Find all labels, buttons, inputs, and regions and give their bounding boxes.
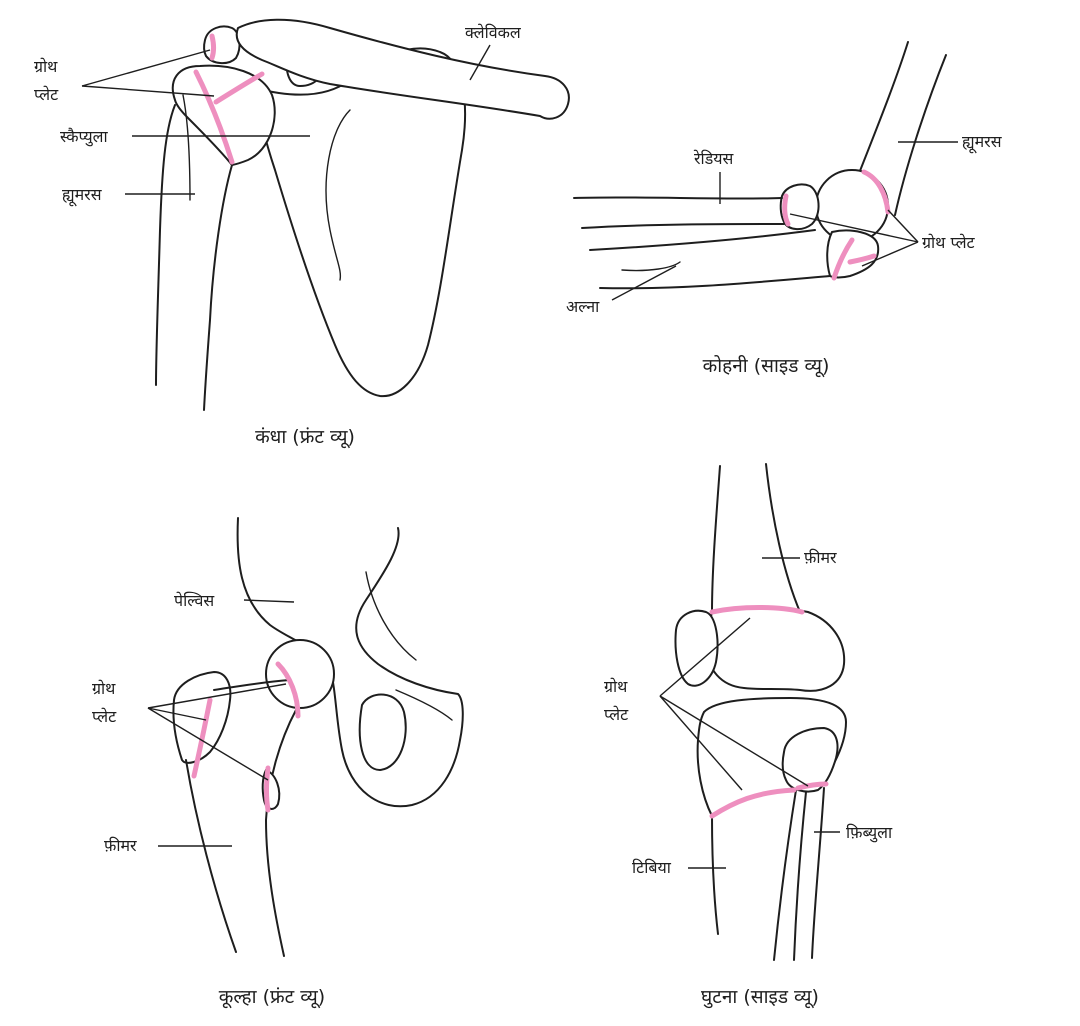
hip-femoral-head (265, 639, 335, 709)
coracoid-process (203, 25, 241, 64)
humerus-shaft-right (203, 164, 233, 411)
scapula-spine-line (325, 109, 351, 281)
radius-shaft-bottom (581, 223, 785, 229)
humerus-head (171, 64, 276, 166)
knee-femur-shaft-right (765, 463, 801, 613)
pelvis-outline (236, 517, 464, 808)
obturator-foramen (358, 693, 407, 771)
hip-femur-shaft-left (185, 759, 237, 953)
leader-hip-growth-plate-3 (147, 707, 269, 781)
fibula-shaft-left (793, 791, 807, 961)
caption-knee: घुटना (साइड व्यू) (701, 986, 819, 1009)
ulna-shaft-bump (621, 261, 681, 272)
elbow-growth-plate-ulna-2 (847, 253, 877, 265)
leader-clavicle (469, 44, 491, 81)
patella (674, 609, 719, 687)
knee-growth-plate-femur (709, 605, 805, 615)
leader-elbow-growth-plate-2 (789, 213, 919, 243)
shoulder-growth-plate-humerus (193, 69, 235, 165)
leader-knee-growth-plate-3 (659, 695, 809, 787)
label-elbow-growth-plate: ग्रोथ प्लेट (922, 233, 976, 252)
knee-tibia-shaft-left (711, 815, 719, 935)
caption-shoulder: कंधा (फ्रंट व्यू) (255, 426, 355, 449)
elbow-growth-plate-ulna (831, 237, 855, 281)
caption-elbow: कोहनी (साइड व्यू) (703, 354, 830, 378)
label-knee-growth-plate-2: प्लेट (604, 705, 629, 724)
label-hip-growth-plate-2: प्लेट (92, 707, 117, 726)
label-pelvis: पेल्विस (174, 591, 215, 610)
label-knee-femur: फ़ीमर (804, 548, 837, 567)
elbow-humerus-shaft-left (857, 41, 909, 177)
fibula-head (781, 727, 839, 793)
radius-shaft-top (573, 196, 783, 200)
leader-shoulder-growth-plate-1 (81, 49, 211, 87)
hip-growth-plate-head (275, 661, 301, 719)
leader-hip-growth-plate-1 (147, 683, 287, 709)
knee-growth-plate-tibia (709, 787, 797, 819)
label-shoulder-growth-plate-2: प्लेट (34, 85, 59, 104)
knee-growth-plate-fibula (795, 781, 829, 791)
humerus-inner-line (182, 94, 191, 201)
hip-femur-shaft-right (265, 709, 297, 957)
humerus-shaft-left (155, 104, 176, 386)
hip-femur-neck-top (213, 679, 291, 691)
label-shoulder-growth-plate-1: ग्रोथ (34, 57, 58, 76)
label-hip-femur: फ़ीमर (104, 836, 137, 855)
elbow-growth-plate-humerus (861, 169, 891, 215)
label-ulna: अल्ना (566, 297, 600, 316)
shoulder-growth-plate-humerus-branch (213, 71, 265, 105)
label-knee-growth-plate-1: ग्रोथ (604, 677, 628, 696)
label-radius: रेडियस (693, 149, 734, 168)
shoulder-panel: ग्रोथ प्लेट क्लेविकल स्कैप्युला ह्यूमरस … (34, 18, 570, 449)
leader-ulna (611, 265, 677, 301)
label-fibula: फ़िब्युला (846, 823, 893, 843)
hip-panel: पेल्विस ग्रोथ प्लेट फ़ीमर कूल्हा (फ्रंट … (92, 517, 464, 1009)
greater-trochanter (172, 671, 232, 764)
leader-pelvis (243, 599, 295, 603)
hip-growth-plate-lesser (264, 765, 271, 813)
leader-knee-growth-plate-2 (659, 695, 743, 791)
ulna-shaft-bottom (599, 275, 831, 290)
caption-hip: कूल्हा (फ्रंट व्यू) (219, 986, 325, 1009)
knee-femur-shaft-left (711, 465, 721, 613)
label-scapula: स्कैप्युला (60, 127, 108, 147)
label-shoulder-humerus: ह्यूमरस (62, 185, 103, 207)
hip-growth-plate-trochanter (191, 697, 213, 779)
fibula-shaft-right (811, 787, 825, 959)
label-clavicle: क्लेविकल (465, 23, 522, 42)
leader-elbow-growth-plate-3 (861, 241, 919, 267)
elbow-panel: रेडियस ह्यूमरस ग्रोथ प्लेट अल्ना कोहनी (… (566, 41, 1003, 378)
pelvis-ridge-line (395, 689, 453, 721)
elbow-growth-plate-radius (782, 193, 791, 227)
clavicle-outline (235, 18, 570, 120)
elbow-humerus-shaft-right (894, 54, 947, 216)
leader-shoulder-growth-plate-2 (81, 85, 215, 97)
knee-tibia-shaft-right (773, 789, 797, 961)
leader-knee-growth-plate-1 (659, 617, 751, 697)
knee-femur-condyle (706, 606, 846, 692)
label-elbow-humerus: ह्यूमरस (962, 132, 1003, 154)
ulna-shaft-top (589, 229, 816, 251)
label-tibia: टिबिया (632, 858, 672, 877)
leader-elbow-growth-plate-1 (887, 209, 919, 243)
shoulder-growth-plate-coracoid (209, 33, 216, 61)
knee-panel: फ़ीमर ग्रोथ प्लेट फ़िब्युला टिबिया घुटना… (604, 463, 893, 1009)
pelvis-inner-line (365, 571, 417, 661)
label-hip-growth-plate-1: ग्रोथ (92, 679, 116, 698)
leader-hip-growth-plate-2 (147, 707, 207, 721)
